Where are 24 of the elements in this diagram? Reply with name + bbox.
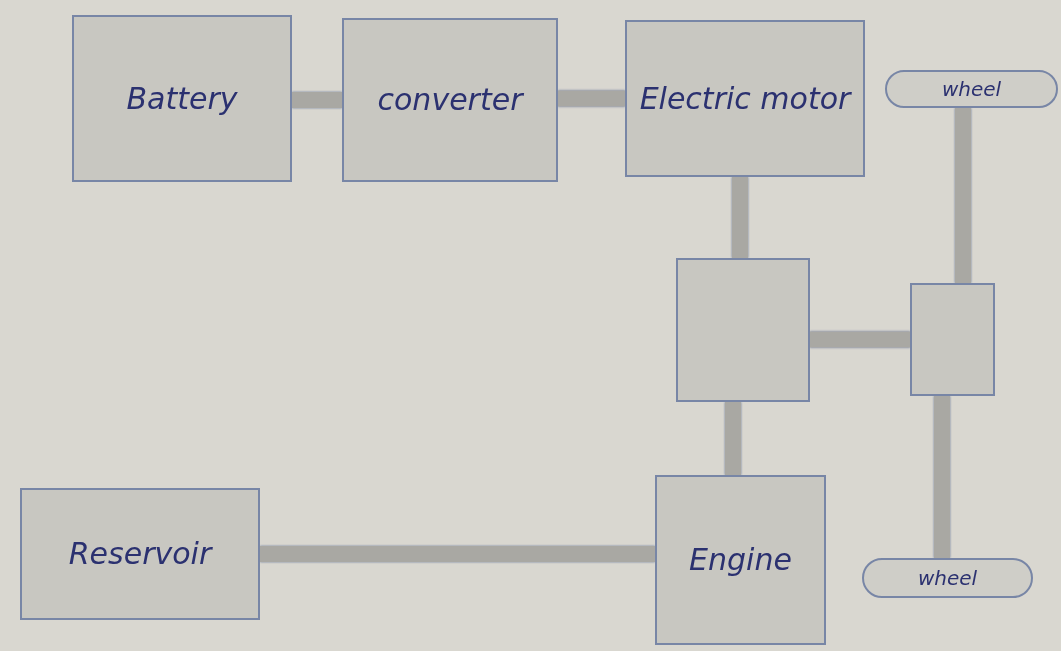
shaft-connector bbox=[732, 177, 748, 258]
component-box bbox=[20, 488, 260, 620]
wheel-shape bbox=[862, 558, 1033, 598]
component-label: Electric motor bbox=[639, 79, 851, 118]
component-label: Battery bbox=[126, 79, 238, 118]
empty-box bbox=[676, 258, 810, 402]
component-box bbox=[72, 15, 292, 182]
component-box bbox=[625, 20, 865, 177]
shaft-connector bbox=[955, 108, 971, 283]
shaft-connector bbox=[934, 396, 950, 558]
component-label: converter bbox=[377, 81, 523, 119]
component-box bbox=[655, 475, 826, 645]
empty-box bbox=[910, 283, 995, 396]
component-box bbox=[342, 18, 558, 182]
shaft-connector bbox=[810, 331, 910, 348]
component-label: wheel bbox=[917, 565, 978, 591]
component-label: Reservoir bbox=[68, 535, 212, 573]
shaft-connector bbox=[558, 90, 625, 107]
shaft-connector bbox=[725, 402, 741, 475]
shaft-connector bbox=[260, 546, 655, 562]
wheel-shape bbox=[885, 70, 1058, 108]
component-label: wheel bbox=[941, 76, 1002, 102]
component-label: Engine bbox=[689, 541, 792, 579]
shaft-connector bbox=[292, 92, 342, 108]
